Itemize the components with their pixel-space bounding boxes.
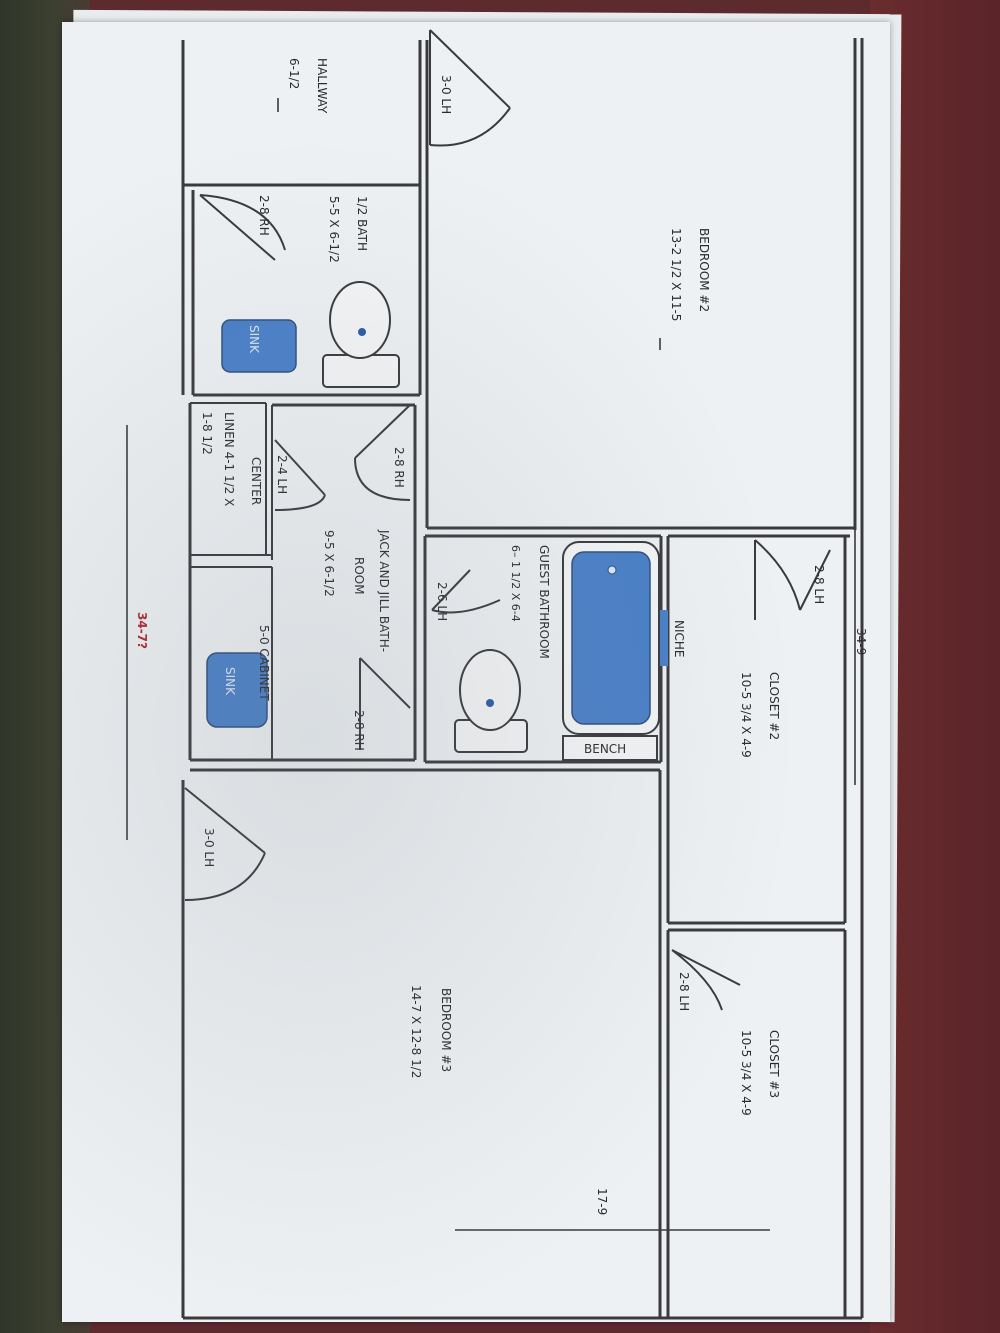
overall-bottom-dim: 34-7?: [135, 612, 149, 649]
tub-drain: [607, 565, 617, 575]
bedroom3-door: [184, 787, 266, 901]
guest-bath-name: GUEST BATHROOM: [537, 545, 551, 659]
halfbath-dims: 5-5 X 6-1/2: [327, 196, 341, 263]
bench-label: BENCH: [584, 742, 626, 756]
cabinet-label: 5-0 CABINET: [257, 625, 271, 701]
door-jj-top-label: 2-8 RH: [392, 447, 406, 488]
linen-door: [274, 439, 326, 511]
niche-mark: [660, 610, 668, 666]
halfbath-name: 1/2 BATH: [355, 196, 369, 251]
halfbath-door: [199, 194, 286, 261]
linen-dims: 1-8 1/2: [200, 412, 214, 455]
jj-sink: [206, 652, 268, 728]
closet3-door: [671, 949, 741, 1011]
door-halfbath-label: 2-8 RH: [257, 195, 271, 236]
jj-name-line2: ROOM: [352, 557, 366, 595]
halfbath-toilet-bowl: [329, 281, 391, 359]
guest-tub: [571, 551, 651, 725]
halfbath-drain: [358, 328, 366, 336]
bedroom2-name: BEDROOM #2: [697, 228, 711, 312]
door-closet3-label: 2-8 LH: [677, 972, 691, 1011]
halfbath-toilet-tank: [322, 354, 400, 388]
jj-bottom-door: [358, 657, 411, 750]
closet2-name: CLOSET #2: [767, 672, 781, 740]
bench: [562, 735, 658, 761]
linen-line2: LINEN 4-1 1/2 X: [222, 412, 236, 506]
door-linen-label: 2-4 LH: [275, 455, 289, 494]
jj-top-door: [354, 404, 411, 501]
halfbath-sink: [221, 319, 297, 373]
linen-line1: CENTER: [249, 457, 263, 505]
jj-dims: 9-5 X 6-1/2: [322, 530, 336, 597]
guest-toilet-bowl: [459, 649, 521, 731]
door-bedroom3-label: 3-0 LH: [202, 828, 216, 867]
hallway-name: HALLWAY: [315, 58, 329, 114]
hall-door-swing: [429, 107, 511, 147]
hall-door-leaf: [429, 29, 511, 145]
guest-bath-dims: 6– 1 1/2 X 6-4: [509, 545, 522, 622]
guest-drain: [486, 699, 494, 707]
niche-label: NICHE: [672, 620, 686, 658]
jj-sink-label: SINK: [223, 667, 237, 696]
guest-door: [431, 569, 501, 614]
door-hall-label: 3-0 LH: [439, 75, 453, 114]
door-guest-label: 2-6 LH: [435, 582, 449, 621]
closet2-dims: 10-5 3/4 X 4-9: [739, 672, 753, 758]
closet3-name: CLOSET #3: [767, 1030, 781, 1098]
door-closet2-label: 2-8 LH: [812, 565, 826, 604]
door-jj-bottom-label: 2-8 RH: [352, 710, 366, 751]
overall-top-dim: 34-9: [854, 628, 868, 655]
overall-right-dim: 17-9: [595, 1188, 609, 1215]
jj-name-line1: JACK AND JILL BATH-: [377, 529, 391, 652]
halfbath-sink-label: SINK: [247, 325, 261, 354]
hallway-dims: 6-1/2: [287, 58, 301, 89]
bedroom3-name: BEDROOM #3: [439, 988, 453, 1072]
bedroom3-dims: 14-7 X 12-8 1/2: [409, 985, 423, 1078]
bedroom2-dims: 13-2 1/2 X 11-5: [669, 228, 683, 321]
closet3-dims: 10-5 3/4 X 4-9: [739, 1030, 753, 1116]
closet2-door: [754, 539, 831, 620]
